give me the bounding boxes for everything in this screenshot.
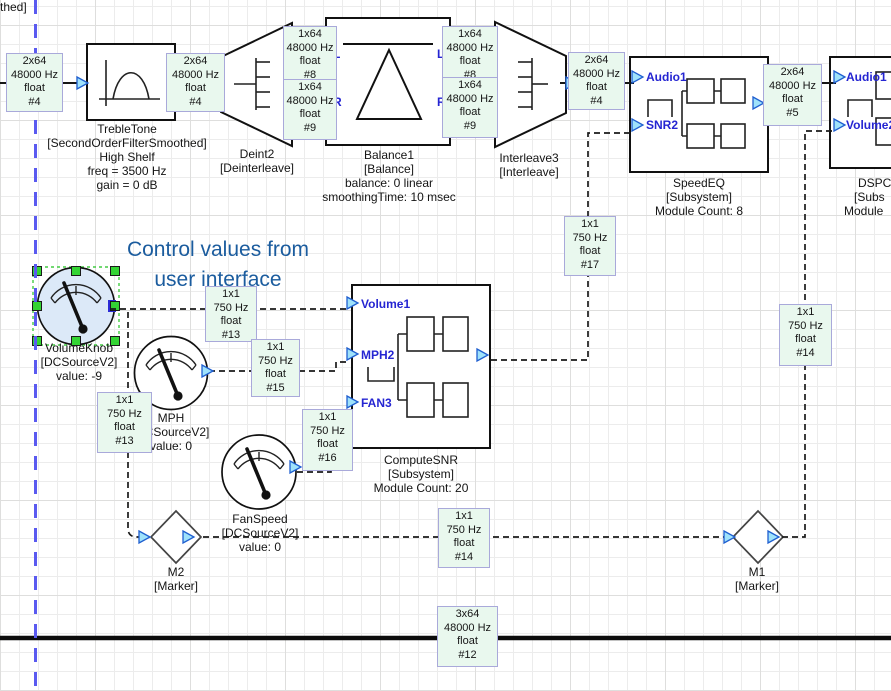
speedeq-block[interactable] — [629, 56, 769, 173]
block-label: balance: 0 linear — [344, 176, 434, 190]
block-label: smoothingTime: 10 msec — [322, 190, 456, 204]
pin-label: L — [437, 47, 445, 61]
block-label: M2 — [167, 565, 185, 579]
block-label: Module Count: 20 — [373, 481, 469, 495]
subsystem-icon — [647, 78, 746, 149]
block-label: TrebleTone — [97, 122, 157, 136]
volumeknob-block[interactable] — [36, 266, 116, 346]
block-label: VolumeKnob — [44, 341, 114, 355]
clipped-label-fragment: thed] — [0, 0, 27, 14]
block-label: Balance1 — [363, 148, 415, 162]
block-label: High Shelf — [99, 150, 155, 164]
selection-handles[interactable] — [32, 266, 120, 346]
block-label: [Subsystem] — [387, 467, 455, 481]
block-label: [SecondOrderFilterSmoothed] — [47, 136, 207, 150]
pin-label: R — [437, 96, 446, 108]
pin-label: R — [333, 95, 342, 109]
block-label: FanSpeed — [232, 512, 288, 526]
block-label: [Marker] — [153, 579, 199, 593]
deinterleave-icon — [234, 58, 270, 110]
block-label: [Deinterleave] — [219, 161, 295, 175]
pin-label: FAN3 — [361, 396, 392, 410]
block-label: [DCSourceV2] — [221, 526, 299, 540]
block-label: value: 0 — [149, 439, 193, 453]
block-label: SpeedEQ — [672, 176, 726, 190]
m1-marker-block[interactable] — [731, 509, 785, 565]
balance1-block[interactable] — [325, 17, 451, 146]
block-label: [Balance] — [363, 162, 415, 176]
block-label: Interleave3 — [499, 151, 559, 165]
canvas-comment-line2[interactable]: user interface — [154, 268, 282, 291]
interleave-icon — [518, 58, 548, 110]
block-label: [Marker] — [734, 579, 780, 593]
subsystem-icon — [367, 316, 469, 418]
pin-label: Audio1 — [846, 70, 887, 84]
block-label: gain = 0 dB — [96, 178, 158, 192]
canvas-comment-line1[interactable]: Control values from — [126, 238, 310, 261]
block-label: Module — [844, 204, 884, 218]
trebletone-block[interactable] — [86, 43, 176, 121]
interleave3-block[interactable] — [494, 20, 567, 149]
subsystem-icon — [847, 71, 891, 146]
computesnr-block[interactable] — [351, 284, 491, 449]
filter-curve-icon — [99, 60, 160, 106]
block-label: Module Count: 8 — [654, 204, 744, 218]
pin-label: Volume1 — [361, 297, 411, 311]
block-label: ComputeSNR — [383, 453, 459, 467]
pin-label: SNR2 — [646, 118, 679, 132]
pin-label: Volume2 — [846, 118, 891, 132]
m2-marker-block[interactable] — [149, 509, 203, 565]
block-label: [Interleave] — [499, 165, 559, 179]
block-label: [DCSourceV2] — [40, 355, 118, 369]
block-label: freq = 3500 Hz — [87, 164, 167, 178]
block-label: DSPC — [858, 176, 891, 190]
block-label: Deint2 — [239, 147, 275, 161]
block-label: value: 0 — [238, 540, 282, 554]
pin-label: MPH2 — [361, 348, 395, 362]
fanspeed-block[interactable] — [221, 434, 297, 510]
balance-icon — [343, 43, 433, 120]
block-label: [Subsystem] — [665, 190, 733, 204]
pin-label: Audio1 — [646, 70, 687, 84]
block-label: M1 — [748, 565, 766, 579]
block-label: MPH — [157, 411, 185, 425]
block-label: [Subs — [854, 190, 885, 204]
block-label: value: -9 — [55, 369, 103, 383]
